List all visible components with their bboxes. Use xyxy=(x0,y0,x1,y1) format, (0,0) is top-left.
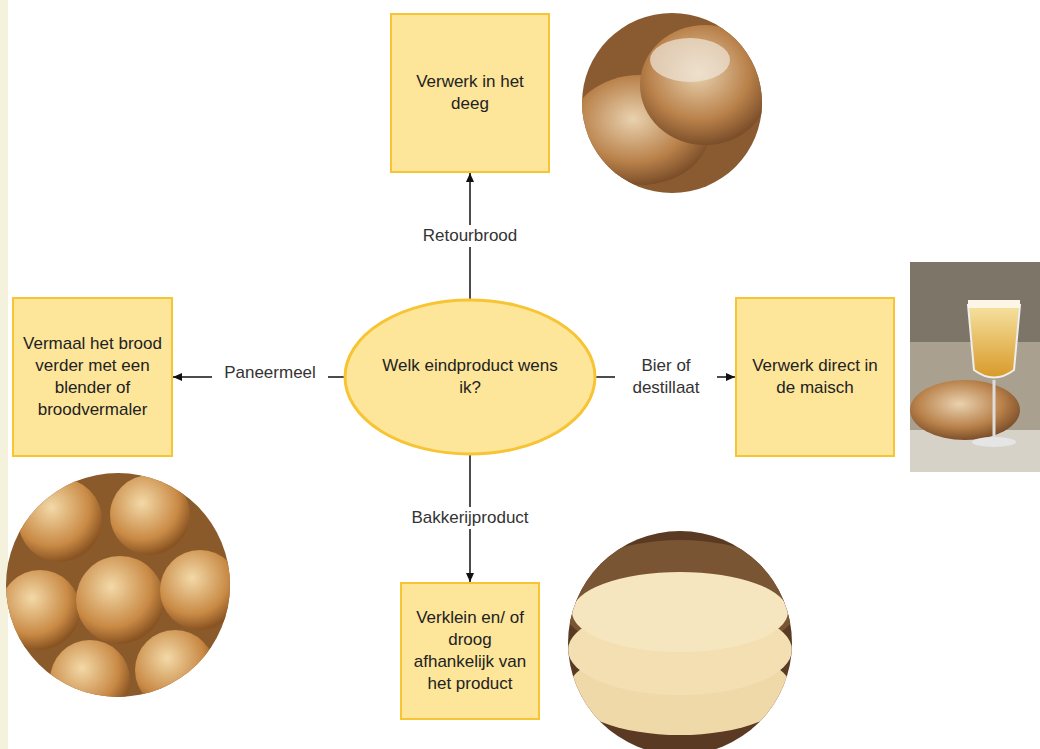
edge-label: Bakkerijproduct xyxy=(392,507,548,529)
process-box: Verklein en/ of droog afhankelijk van he… xyxy=(400,582,540,720)
ellipse-outline xyxy=(343,298,597,456)
ball-photo xyxy=(0,470,240,720)
edge-label: Retourbrood xyxy=(402,225,538,247)
side-strip xyxy=(0,0,8,749)
process-box: Vermaal het brood verder met een blender… xyxy=(12,297,173,457)
edge-label: Paneermeel xyxy=(212,362,328,384)
process-box: Verwerk in het deeg xyxy=(390,13,550,173)
node-text: Verwerk direct in de maisch xyxy=(737,349,893,405)
bread-photo xyxy=(570,10,770,200)
process-box: Verwerk direct in de maisch xyxy=(735,297,895,457)
edge-label: Bier of destillaat xyxy=(615,355,717,399)
biscuit-photo xyxy=(560,525,800,749)
beer-photo xyxy=(910,262,1040,472)
node-text: Verwerk in het deeg xyxy=(392,65,548,121)
node-text: Verklein en/ of droog afhankelijk van he… xyxy=(402,601,538,701)
node-text: Welk eindproduct wens ik? xyxy=(373,349,568,405)
decision-ellipse: Welk eindproduct wens ik? xyxy=(343,298,597,456)
node-text: Vermaal het brood verder met een blender… xyxy=(14,327,171,427)
